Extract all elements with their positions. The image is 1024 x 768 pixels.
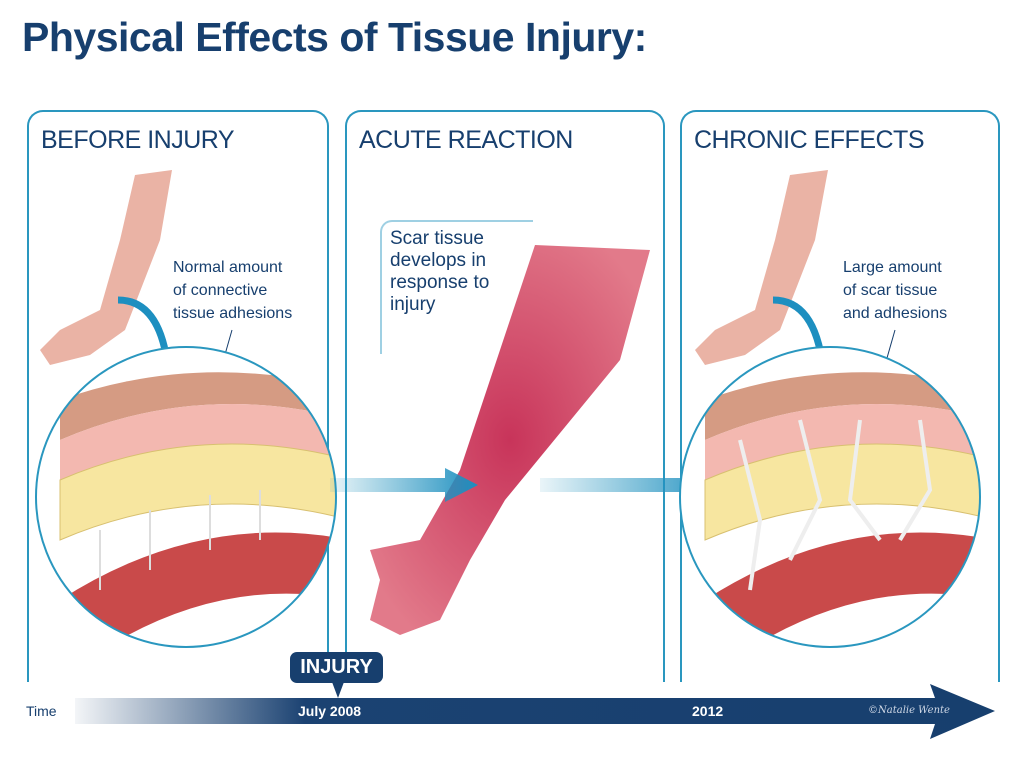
timeline-mark-2012: 2012 bbox=[692, 703, 724, 719]
magnify-circle bbox=[679, 346, 981, 648]
note-line: and adhesions bbox=[843, 305, 948, 322]
badge-pointer bbox=[332, 682, 344, 698]
arm-before-illustration bbox=[40, 170, 172, 365]
progress-arrow-icon bbox=[330, 468, 478, 502]
note-line: Large amount bbox=[843, 259, 942, 276]
progress-arrow-icon bbox=[540, 468, 725, 502]
artist-signature: ©Natalie Wente bbox=[868, 705, 950, 716]
timeline-mark-july-2008: July 2008 bbox=[298, 703, 362, 719]
note-line: Normal amount bbox=[173, 259, 283, 276]
chronic-note: Large amount of scar tissue and adhesion… bbox=[843, 256, 947, 325]
page-title: Physical Effects of Tissue Injury: bbox=[22, 14, 647, 60]
panel-heading: ACUTE REACTION bbox=[359, 126, 573, 154]
tissue-cross-section-scarred bbox=[680, 347, 980, 647]
note-line: of connective bbox=[173, 282, 268, 299]
time-axis-label: Time bbox=[26, 703, 57, 719]
tissue-cross-section-normal bbox=[36, 347, 336, 647]
acute-callout: Scar tissue develops in response to inju… bbox=[380, 220, 533, 354]
note-line: tissue adhesions bbox=[173, 305, 293, 322]
before-note: Normal amount of connective tissue adhes… bbox=[173, 256, 292, 325]
injury-badge: INJURY bbox=[290, 652, 383, 683]
magnify-circle bbox=[35, 346, 337, 648]
arm-inflamed-illustration bbox=[370, 245, 650, 635]
timeline-arrow bbox=[75, 684, 995, 739]
panel-heading: CHRONIC EFFECTS bbox=[694, 126, 925, 154]
note-line: of scar tissue bbox=[843, 282, 938, 299]
panel-heading: BEFORE INJURY bbox=[41, 126, 235, 154]
arm-chronic-illustration bbox=[695, 170, 828, 365]
